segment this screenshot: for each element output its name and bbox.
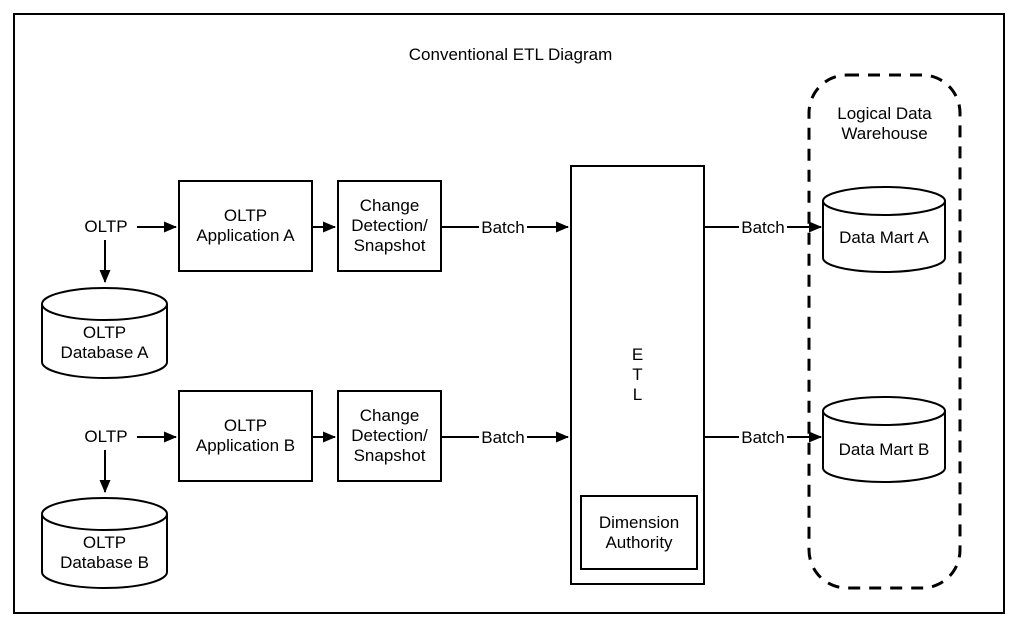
node-data-mart-b-label: Data Mart B — [838, 440, 930, 459]
etl-letter: L — [632, 385, 643, 404]
node-label-line: Detection/ — [351, 426, 428, 445]
node-change-detection-b: Change Detection/ Snapshot — [337, 390, 442, 482]
cylinder-oltp-database-b — [41, 497, 168, 589]
node-oltp-database-a-label: OLTP Database A — [42, 323, 167, 363]
node-oltp-application-a: OLTP Application A — [178, 180, 313, 272]
node-label-line: OLTP — [82, 533, 127, 552]
edge-label-batch-a-out: Batch — [739, 219, 787, 236]
node-label-line: Change — [359, 406, 420, 425]
flow-b-source-label: OLTP — [84, 427, 128, 446]
node-label-line: Database B — [60, 553, 149, 572]
node-label-line: Detection/ — [351, 216, 428, 235]
node-label-line: Snapshot — [353, 236, 426, 255]
logical-data-warehouse-boundary — [807, 73, 962, 590]
node-oltp-database-b-label: OLTP Database B — [42, 533, 167, 573]
node-label-line: Application A — [196, 226, 295, 245]
node-label-line: Dimension — [598, 512, 680, 532]
node-label-line: OLTP — [223, 206, 268, 225]
logical-data-warehouse-label: Logical Data Warehouse — [809, 104, 960, 144]
etl-letter: T — [632, 365, 643, 384]
node-dimension-authority: Dimension Authority — [580, 495, 698, 570]
node-label-line: Database A — [60, 343, 149, 362]
node-label-line: Warehouse — [841, 124, 928, 143]
node-oltp-application-b: OLTP Application B — [178, 390, 313, 482]
etl-letter: E — [631, 345, 644, 364]
page-title: Conventional ETL Diagram — [408, 45, 613, 64]
cylinder-data-mart-a — [822, 186, 946, 273]
edge-label-batch-a-in: Batch — [479, 219, 527, 236]
node-label-line: Change — [359, 196, 420, 215]
cylinder-data-mart-b — [822, 396, 946, 483]
node-label-line: Logical Data — [837, 104, 932, 123]
node-data-mart-a-label: Data Mart A — [839, 228, 929, 247]
node-label-line: Snapshot — [353, 446, 426, 465]
node-etl: E T L — [570, 165, 705, 585]
edge-label-batch-b-out: Batch — [739, 429, 787, 446]
flow-a-source-label: OLTP — [84, 217, 128, 236]
node-change-detection-a: Change Detection/ Snapshot — [337, 180, 442, 272]
cylinder-oltp-database-a — [41, 287, 168, 379]
edge-label-batch-b-in: Batch — [479, 429, 527, 446]
node-label-line: Application B — [195, 436, 296, 455]
node-label-line: OLTP — [82, 323, 127, 342]
node-label-line: OLTP — [223, 416, 268, 435]
node-label-line: Authority — [605, 532, 673, 552]
